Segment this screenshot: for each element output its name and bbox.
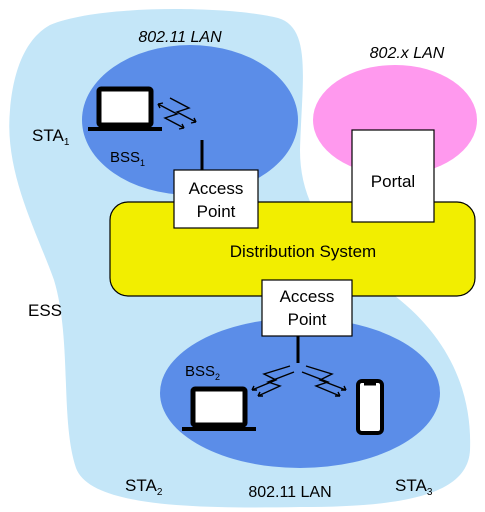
sta1-label: STA1	[32, 126, 70, 148]
bss1-region	[82, 45, 298, 195]
other-lan-label: 802.x LAN	[370, 45, 445, 62]
laptop-icon-sta2	[182, 386, 256, 431]
laptop-icon-sta1	[88, 86, 162, 131]
access-point-top	[173, 169, 259, 229]
distribution-system-label: Distribution System	[230, 242, 376, 261]
phone-icon-sta3	[356, 379, 384, 435]
top-lan-label: 802.11 LAN	[138, 29, 222, 46]
wireless-link-sta3	[301, 365, 347, 397]
bottom-lan-label: 802.11 LAN	[248, 484, 331, 501]
sta2-label: STA2	[125, 476, 163, 498]
wireless-link-sta1	[157, 97, 197, 130]
bss2-label: BSS2	[185, 363, 220, 382]
access-point-bottom-line1: Access	[280, 287, 335, 306]
access-point-bottom	[261, 279, 353, 337]
sta3-label: STA3	[395, 476, 433, 498]
bss1-label: BSS1	[110, 149, 145, 168]
portal-label: Portal	[371, 172, 415, 191]
wireless-link-sta2	[251, 365, 295, 397]
access-point-bottom-line2: Point	[288, 310, 327, 329]
ess-label: ESS	[28, 301, 62, 320]
access-point-top-line2: Point	[197, 202, 236, 221]
access-point-top-line1: Access	[189, 179, 244, 198]
portal-box	[351, 129, 435, 223]
